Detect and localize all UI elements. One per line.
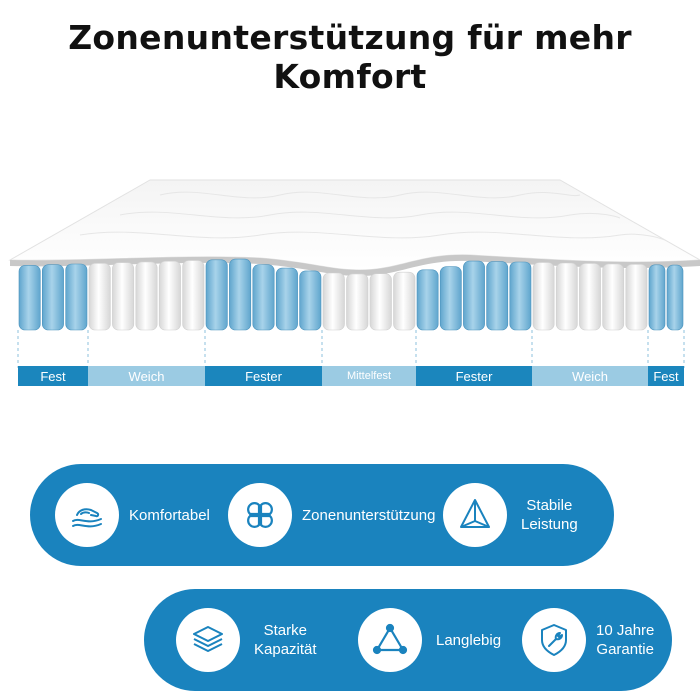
zone-label: Fest — [18, 366, 88, 386]
pocket-spring — [346, 273, 369, 331]
pocket-spring — [65, 263, 88, 331]
pocket-spring — [88, 263, 111, 331]
feature-garantie: 10 Jahre Garantie — [522, 604, 654, 676]
hand-pressing-icon — [55, 483, 119, 547]
four-zones-icon — [228, 483, 292, 547]
pocket-spring — [369, 273, 392, 331]
feature-panel-2: Starke Kapazität Langlebig 10 Jahre Gara… — [144, 589, 672, 691]
pocket-spring — [509, 261, 532, 331]
pocket-spring — [463, 260, 485, 331]
mattress-top — [8, 179, 700, 271]
feature-starke-kapazitaet: Starke Kapazität — [176, 604, 317, 676]
feature-panel-1: Komfortabel Zonenunterstützung Stabile L… — [30, 464, 614, 566]
page-title: Zonenunterstützung für mehr Komfort — [68, 18, 632, 96]
pocket-spring — [579, 263, 601, 331]
pocket-spring — [112, 262, 135, 331]
pocket-spring — [486, 261, 509, 331]
pocket-spring — [439, 266, 462, 331]
feature-komfortabel: Komfortabel — [55, 479, 210, 551]
feature-label: Zonenunterstützung — [302, 506, 436, 524]
zone-bar: Fest Weich Fester Mittelfest Fester Weic… — [18, 366, 684, 386]
pocket-spring — [666, 264, 684, 331]
pocket-spring — [18, 265, 41, 331]
feature-zonenunterstuetzung: Zonenunterstützung — [228, 479, 435, 551]
pocket-spring — [648, 264, 666, 331]
quilting-pattern — [79, 191, 666, 241]
pocket-spring — [416, 269, 439, 331]
feature-stabile-leistung: Stabile Leistung — [443, 479, 578, 551]
pocket-spring — [182, 260, 205, 331]
pocket-spring — [275, 267, 298, 331]
shield-wrench-icon — [522, 608, 586, 672]
mattress-edge — [10, 254, 700, 276]
pocket-spring — [602, 263, 625, 331]
layers-icon — [176, 608, 240, 672]
pocket-spring — [555, 262, 578, 331]
zone-label: Fester — [205, 366, 322, 386]
zone-label: Weich — [532, 366, 648, 386]
pocket-spring — [41, 264, 64, 331]
zone-guides — [17, 330, 685, 368]
feature-label: Starke Kapazität — [254, 622, 317, 658]
pocket-spring — [158, 260, 181, 331]
pocket-spring — [205, 259, 228, 331]
zone-label: Fester — [416, 366, 532, 386]
zone-label: Mittelfest — [322, 366, 416, 386]
pocket-spring — [135, 261, 158, 331]
feature-langlebig: Langlebig — [358, 604, 501, 676]
feature-label: 10 Jahre Garantie — [596, 622, 655, 658]
feature-label: Komfortabel — [129, 506, 210, 524]
zone-label: Weich — [88, 366, 205, 386]
pocket-spring — [252, 264, 275, 331]
feature-label: Stabile Leistung — [521, 497, 578, 533]
pocket-spring — [532, 262, 555, 331]
mattress-illustration — [8, 179, 700, 331]
zone-label: Fest — [648, 366, 684, 386]
pocket-spring — [625, 264, 648, 331]
pocket-spring — [322, 272, 345, 331]
feature-label: Langlebig — [436, 631, 502, 649]
pyramid-icon — [443, 483, 507, 547]
pocket-spring — [229, 258, 252, 331]
spring-row — [18, 258, 684, 331]
pocket-spring — [393, 271, 416, 331]
triangle-cycle-icon — [358, 608, 422, 672]
pocket-spring — [299, 270, 322, 331]
